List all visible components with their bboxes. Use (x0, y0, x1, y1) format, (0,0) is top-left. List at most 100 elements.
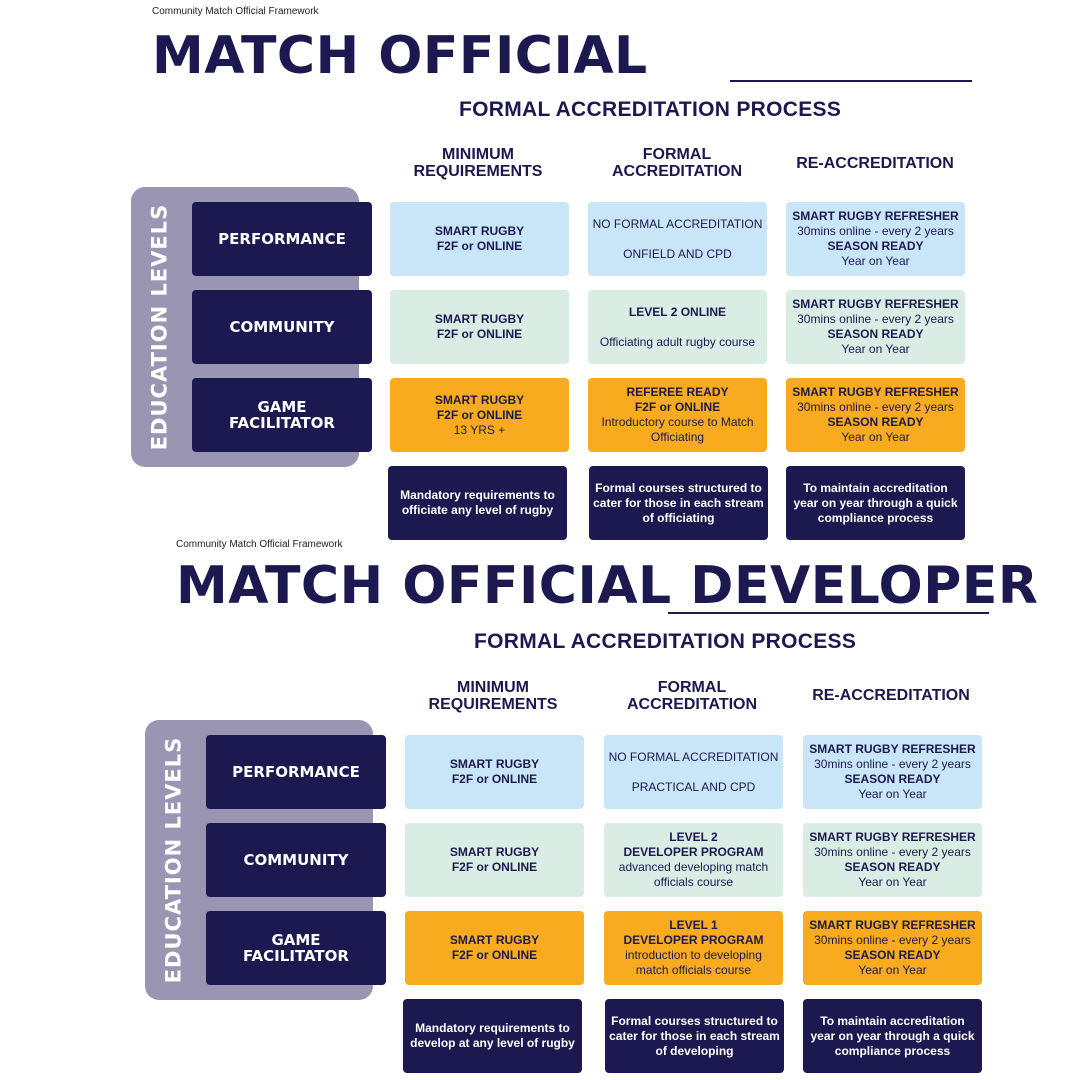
column-header-formal: FORMAL ACCREDITATION (603, 679, 781, 713)
level-label-line: GAME (271, 931, 321, 949)
level-community: COMMUNITY (206, 823, 386, 897)
cell-game-reaccreditation: SMART RUGBY REFRESHER 30mins online - ev… (786, 378, 965, 452)
page-title: MATCH OFFICIAL DEVELOPER (176, 556, 1039, 616)
cell-performance-formal: NO FORMAL ACCREDITATION PRACTICAL AND CP… (604, 735, 783, 809)
cell-line: SMART RUGBY REFRESHER (792, 385, 959, 399)
cell-line: LEVEL 2 ONLINE (628, 304, 727, 319)
cell-community-minimum: SMART RUGBY F2F or ONLINE (405, 823, 584, 897)
cell-line: Year on Year (841, 342, 910, 356)
footer-minimum: Mandatory requirements to develop at any… (403, 999, 582, 1073)
cell-line: advanced developing match officials cour… (618, 860, 769, 889)
cell-line: Year on Year (841, 430, 910, 444)
cell-game-minimum: SMART RUGBY F2F or ONLINE (405, 911, 584, 985)
column-header-line: ACCREDITATION (611, 163, 743, 180)
cell-line: ONFIELD AND CPD (623, 246, 732, 261)
cell-game-reaccreditation: SMART RUGBY REFRESHER 30mins online - ev… (803, 911, 982, 985)
level-performance: PERFORMANCE (206, 735, 386, 809)
education-levels-label: EDUCATION LEVELS (145, 720, 201, 1000)
cell-line: SMART RUGBY (434, 224, 525, 238)
match-official-section: Community Match Official Framework MATCH… (131, 6, 972, 540)
column-header-line: ACCREDITATION (626, 696, 758, 713)
cell-community-minimum: SMART RUGBY F2F or ONLINE (390, 290, 569, 364)
footer-reaccreditation: To maintain accreditation year on year t… (786, 466, 965, 540)
column-header-formal: FORMAL ACCREDITATION (588, 146, 766, 180)
level-label-line: GAME (257, 398, 307, 416)
cell-line: Year on Year (858, 875, 927, 889)
column-header-minimum: MINIMUM REQUIREMENTS (389, 146, 567, 180)
column-header-line: REQUIREMENTS (413, 163, 543, 180)
column-header-reaccreditation: RE-ACCREDITATION (812, 687, 970, 704)
cell-line: F2F or ONLINE (436, 239, 523, 253)
cell-performance-reaccreditation: SMART RUGBY REFRESHER 30mins online - ev… (803, 735, 982, 809)
cell-line: 30mins online - every 2 years (814, 933, 971, 947)
column-header-minimum: MINIMUM REQUIREMENTS (404, 679, 582, 713)
level-community: COMMUNITY (192, 290, 372, 364)
cell-line: SMART RUGBY (449, 933, 540, 947)
column-header-line: FORMAL (642, 146, 712, 163)
title-rule (668, 612, 989, 614)
cell-performance-formal: NO FORMAL ACCREDITATION ONFIELD AND CPD (588, 202, 767, 276)
footer-formal: Formal courses structured to cater for t… (605, 999, 784, 1073)
level-label-line: FACILITATOR (229, 414, 335, 432)
framework-supertitle: Community Match Official Framework (176, 539, 343, 550)
education-levels-text: EDUCATION LEVELS (161, 736, 186, 984)
cell-line: F2F or ONLINE (634, 400, 721, 414)
cell-line: 30mins online - every 2 years (797, 400, 954, 414)
cell-line: 30mins online - every 2 years (797, 312, 954, 326)
cell-line: SEASON READY (844, 948, 941, 962)
cell-line: 30mins online - every 2 years (814, 757, 971, 771)
cell-line: NO FORMAL ACCREDITATION (608, 749, 779, 764)
cell-line: SMART RUGBY (449, 845, 540, 859)
cell-community-formal: LEVEL 2 ONLINE Officiating adult rugby c… (588, 290, 767, 364)
cell-line: F2F or ONLINE (451, 948, 538, 962)
cell-line: SMART RUGBY REFRESHER (792, 209, 959, 223)
cell-line: REFEREE READY (626, 385, 729, 399)
cell-line: 30mins online - every 2 years (814, 845, 971, 859)
cell-line: SEASON READY (844, 860, 941, 874)
cell-performance-reaccreditation: SMART RUGBY REFRESHER 30mins online - ev… (786, 202, 965, 276)
cell-line: SMART RUGBY REFRESHER (809, 918, 976, 932)
education-levels-label: EDUCATION LEVELS (131, 187, 187, 467)
cell-performance-minimum: SMART RUGBY F2F or ONLINE (390, 202, 569, 276)
cell-line: SEASON READY (844, 772, 941, 786)
cell-line: PRACTICAL AND CPD (631, 779, 756, 794)
cell-line: LEVEL 2 (669, 830, 718, 844)
cell-community-reaccreditation: SMART RUGBY REFRESHER 30mins online - ev… (803, 823, 982, 897)
cell-line: F2F or ONLINE (451, 860, 538, 874)
cell-line: Year on Year (841, 254, 910, 268)
framework-supertitle: Community Match Official Framework (152, 6, 319, 17)
footer-minimum: Mandatory requirements to officiate any … (388, 466, 567, 540)
page-title: MATCH OFFICIAL (152, 26, 648, 86)
cell-line: 30mins online - every 2 years (797, 224, 954, 238)
cell-performance-minimum: SMART RUGBY F2F or ONLINE (405, 735, 584, 809)
cell-line: F2F or ONLINE (436, 407, 523, 422)
cell-community-reaccreditation: SMART RUGBY REFRESHER 30mins online - ev… (786, 290, 965, 364)
cell-line: F2F or ONLINE (436, 327, 523, 341)
cell-game-minimum: SMART RUGBY F2F or ONLINE 13 YRS + (390, 378, 569, 452)
cell-line: NO FORMAL ACCREDITATION (592, 216, 763, 231)
cell-line: Year on Year (858, 963, 927, 977)
column-header-line: FORMAL (657, 679, 727, 696)
match-official-developer-section: Community Match Official Framework MATCH… (0, 533, 1080, 1073)
cell-line: Officiating adult rugby course (599, 334, 756, 349)
cell-line: LEVEL 1 (669, 918, 718, 932)
cell-game-formal: REFEREE READY F2F or ONLINE Introductory… (588, 378, 767, 452)
cell-game-formal: LEVEL 1 DEVELOPER PROGRAM introduction t… (604, 911, 783, 985)
section-subtitle: FORMAL ACCREDITATION PROCESS (459, 98, 842, 121)
cell-line: SEASON READY (827, 239, 924, 253)
section-subtitle: FORMAL ACCREDITATION PROCESS (474, 630, 857, 653)
cell-line: Introductory course to Match Officiating (601, 415, 754, 444)
footer-reaccreditation: To maintain accreditation year on year t… (803, 999, 982, 1073)
cell-line: SMART RUGBY REFRESHER (809, 742, 976, 756)
cell-line: 13 YRS + (453, 422, 506, 437)
level-label-line: FACILITATOR (243, 947, 349, 965)
cell-line: Year on Year (858, 787, 927, 801)
column-header-line: MINIMUM (442, 146, 514, 163)
cell-line: DEVELOPER PROGRAM (623, 933, 764, 947)
level-performance: PERFORMANCE (192, 202, 372, 276)
cell-line: SEASON READY (827, 327, 924, 341)
title-rule (730, 80, 972, 82)
cell-line: SMART RUGBY (434, 392, 525, 407)
